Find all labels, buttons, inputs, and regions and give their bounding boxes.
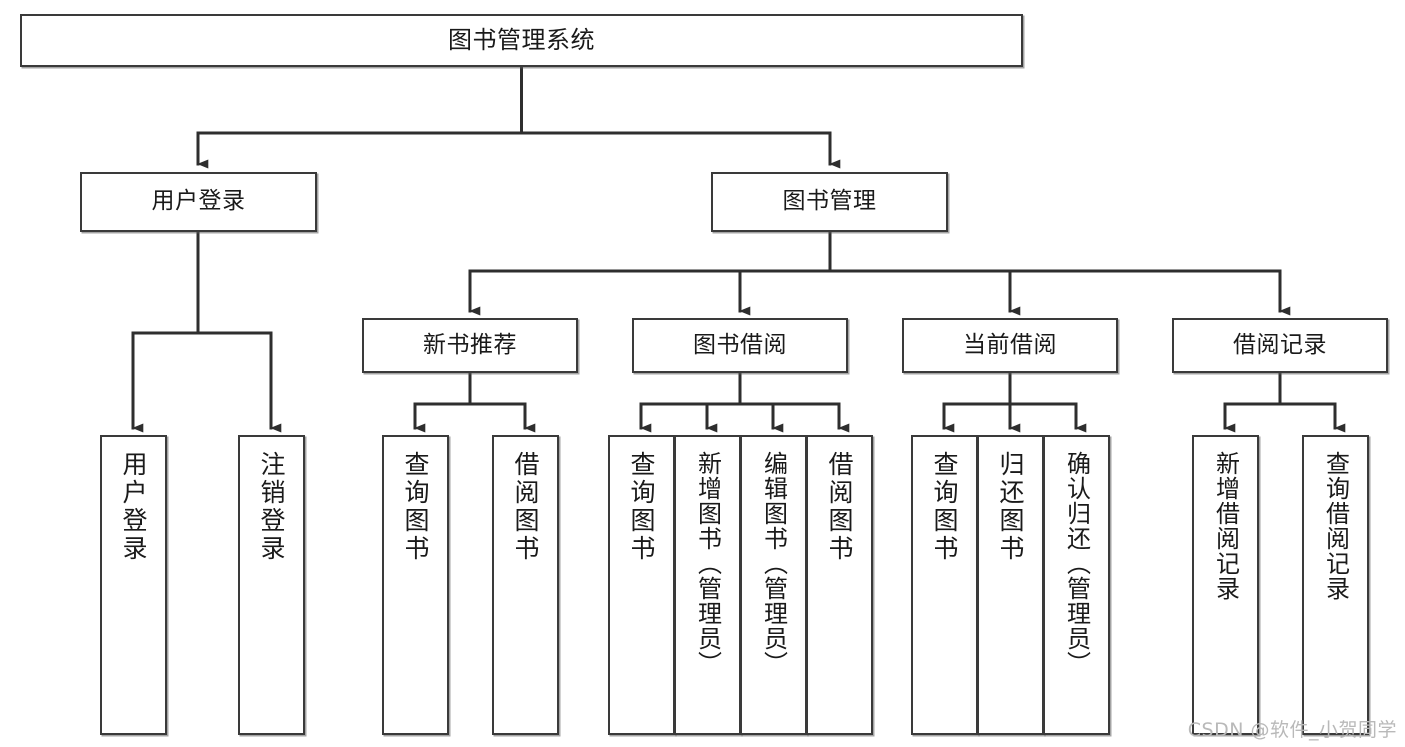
node-label: 借阅图书 bbox=[511, 451, 540, 563]
node-label: 新增图书（管理员） bbox=[693, 451, 722, 676]
node-leaf-borrow-book-2[interactable]: 借阅图书 bbox=[806, 435, 873, 735]
node-label: 用户登录 bbox=[119, 451, 148, 563]
node-label: 图书借阅 bbox=[693, 331, 787, 358]
node-label: 归还图书 bbox=[996, 451, 1025, 563]
node-leaf-add-book[interactable]: 新增图书（管理员） bbox=[674, 435, 741, 735]
node-label: 查询图书 bbox=[627, 451, 656, 563]
node-label: 新增借阅记录 bbox=[1211, 451, 1240, 601]
node-leaf-edit-book[interactable]: 编辑图书（管理员） bbox=[740, 435, 807, 735]
csdn-watermark: CSDN @软件_小贺同学 bbox=[1187, 719, 1397, 741]
node-label: 查询借阅记录 bbox=[1321, 451, 1350, 601]
node-leaf-confirm-return[interactable]: 确认归还（管理员） bbox=[1043, 435, 1110, 735]
node-label: 借阅图书 bbox=[825, 451, 854, 563]
node-leaf-query-record[interactable]: 查询借阅记录 bbox=[1302, 435, 1369, 735]
node-leaf-user-logout[interactable]: 注销登录 bbox=[238, 435, 305, 735]
node-label: 编辑图书（管理员） bbox=[759, 451, 788, 676]
node-book-manage[interactable]: 图书管理 bbox=[711, 172, 948, 232]
node-leaf-query-book-1[interactable]: 查询图书 bbox=[382, 435, 449, 735]
node-label: 确认归还（管理员） bbox=[1062, 451, 1091, 676]
node-label: 当前借阅 bbox=[963, 331, 1057, 358]
node-leaf-return-book[interactable]: 归还图书 bbox=[977, 435, 1044, 735]
node-user-login[interactable]: 用户登录 bbox=[80, 172, 317, 232]
node-label: 新书推荐 bbox=[423, 331, 517, 358]
node-label: 注销登录 bbox=[257, 451, 286, 563]
node-leaf-query-book-2[interactable]: 查询图书 bbox=[608, 435, 675, 735]
node-label: 图书管理系统 bbox=[448, 26, 595, 55]
node-leaf-borrow-book-1[interactable]: 借阅图书 bbox=[492, 435, 559, 735]
node-label: 查询图书 bbox=[401, 451, 430, 563]
node-label: 图书管理 bbox=[782, 188, 877, 215]
node-leaf-query-book-3[interactable]: 查询图书 bbox=[911, 435, 978, 735]
node-leaf-user-login[interactable]: 用户登录 bbox=[100, 435, 167, 735]
node-label: 查询图书 bbox=[930, 451, 959, 563]
node-new-book-recommend[interactable]: 新书推荐 bbox=[362, 318, 578, 373]
node-root-system[interactable]: 图书管理系统 bbox=[20, 14, 1023, 67]
node-book-borrow[interactable]: 图书借阅 bbox=[632, 318, 848, 373]
node-leaf-add-record[interactable]: 新增借阅记录 bbox=[1192, 435, 1259, 735]
node-label: 用户登录 bbox=[151, 188, 246, 215]
node-borrow-record[interactable]: 借阅记录 bbox=[1172, 318, 1388, 373]
node-label: 借阅记录 bbox=[1233, 331, 1327, 358]
node-current-borrow[interactable]: 当前借阅 bbox=[902, 318, 1118, 373]
